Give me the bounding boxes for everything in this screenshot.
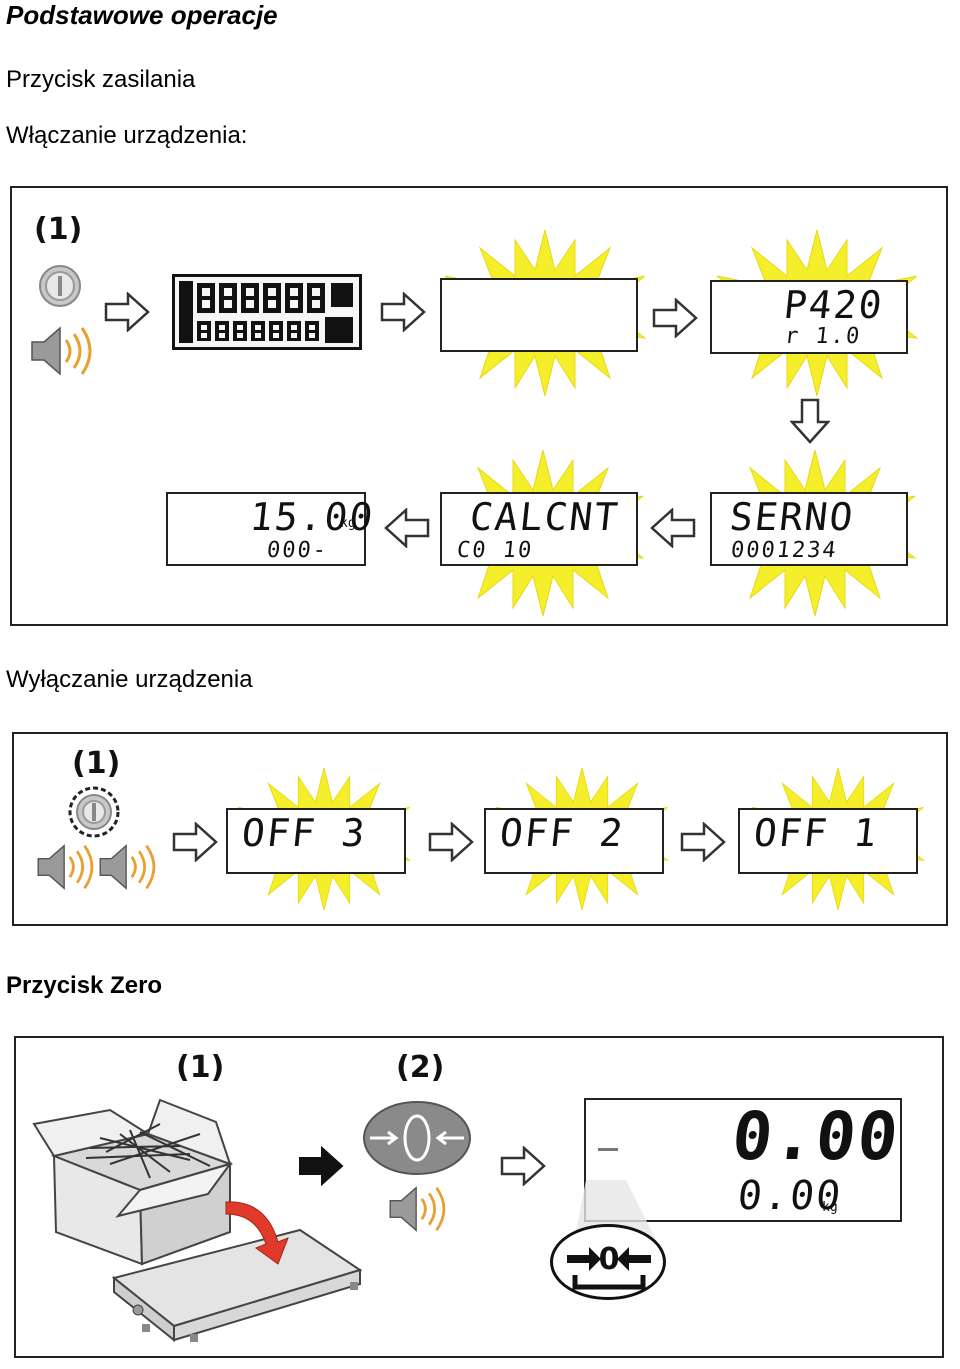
step-1-label: (1) [34, 212, 83, 247]
lcd-version: P420 r 1.0 [710, 280, 908, 354]
power-button-title: Przycisk zasilania [6, 66, 196, 93]
power-button-hold-icon [68, 786, 120, 838]
lcd-main-text: OFF 1 [751, 811, 881, 855]
lcd-zeroed: 0.00 0.00 kg [584, 1098, 904, 1222]
box-and-scale-illustration [32, 1098, 363, 1343]
lcd-sub-text: 0001234 [729, 538, 839, 563]
lcd-main-text: OFF 3 [239, 811, 369, 855]
lcd-unit: kg [822, 1200, 838, 1215]
arrow-right-icon [500, 1146, 546, 1186]
arrow-left-icon [650, 508, 696, 548]
power-button-icon [39, 265, 81, 307]
step-1-label: (1) [72, 746, 121, 781]
zero-indicator-callout: 0 [550, 1224, 666, 1300]
lcd-sub-text: r 1.0 [783, 324, 863, 349]
lcd-all-segments [172, 274, 362, 350]
zero-panel: (1) (2) [14, 1036, 944, 1358]
lcd-calibration-count: CALCNT C0 10 [440, 492, 638, 566]
lcd-main-text: CALCNT [467, 495, 622, 539]
arrow-right-icon [428, 822, 474, 862]
lcd-off-1: OFF 1 [738, 808, 918, 874]
step-1-label: (1) [176, 1050, 225, 1085]
lcd-main-text: SERNO [727, 495, 857, 539]
arrow-right-black-icon [299, 1146, 344, 1186]
arrow-down-icon [790, 398, 830, 444]
power-off-label: Wyłączanie urządzenia [6, 666, 253, 693]
svg-text:0: 0 [599, 1242, 620, 1277]
lcd-weight: 15.00 kg 000- [166, 492, 377, 566]
lcd-main-text: P420 [781, 283, 886, 327]
step-2-label: (2) [396, 1050, 445, 1085]
arrow-left-icon [384, 508, 430, 548]
power-on-panel: (1) [10, 186, 948, 626]
lcd-sub-text: C0 10 [455, 538, 535, 563]
arrow-right-icon [652, 298, 698, 338]
lcd-serial: SERNO 0001234 [710, 492, 908, 566]
speaker-icon [99, 844, 156, 890]
lcd-off-2: OFF 2 [484, 808, 664, 874]
speaker-icon [31, 326, 92, 376]
arrow-right-icon [104, 292, 150, 332]
speaker-icon [389, 1186, 446, 1232]
arrow-right-icon [380, 292, 426, 332]
lcd-main-text: 0.00 [728, 1098, 904, 1175]
lcd-indicator [598, 1148, 618, 1151]
lcd-off-3: OFF 3 [226, 808, 406, 874]
lcd-main-text: 15.00 [247, 495, 377, 539]
speaker-icon [37, 844, 94, 890]
zero-button-title: Przycisk Zero [6, 972, 163, 999]
arrow-right-icon [680, 822, 726, 862]
lcd-sub-text: 000- [265, 538, 330, 563]
lcd-blank [440, 278, 638, 352]
page-heading: Podstawowe operacje [6, 0, 278, 30]
lcd-unit: kg [340, 516, 356, 531]
power-on-label: Włączanie urządzenia: [6, 122, 248, 149]
zero-key-icon [363, 1101, 471, 1175]
power-off-panel: (1) OFF 3 OFF 2 OFF 1 [12, 732, 948, 926]
arrow-right-icon [172, 822, 218, 862]
lcd-main-text: OFF 2 [497, 811, 627, 855]
